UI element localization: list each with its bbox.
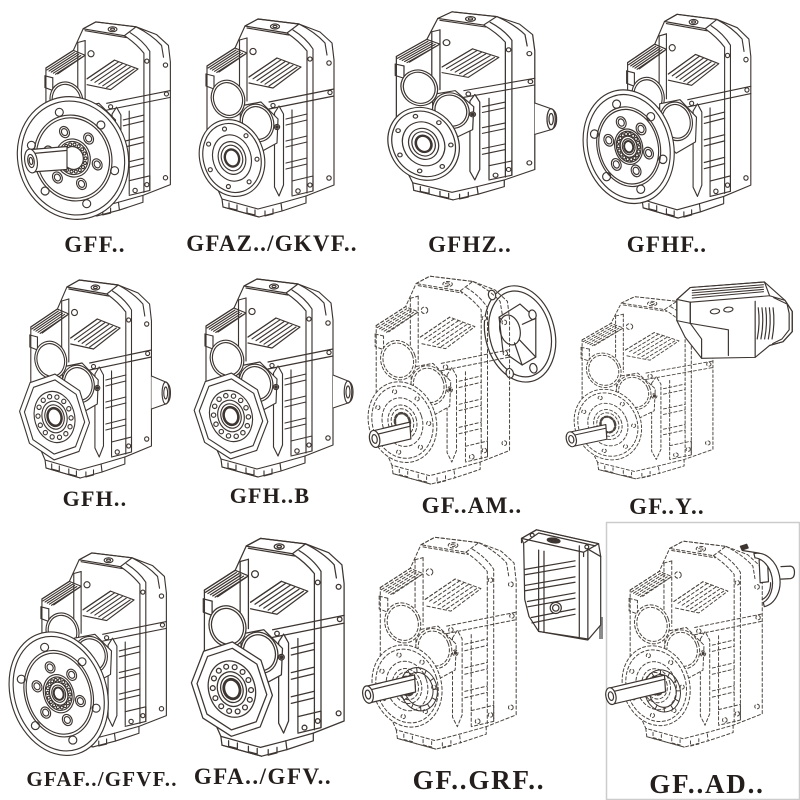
svg-text:GF..AM..: GF..AM.. <box>422 493 523 518</box>
svg-text:GFA../GFV..: GFA../GFV.. <box>194 764 332 789</box>
svg-text:GFF..: GFF.. <box>64 232 125 257</box>
svg-text:GFAZ../GKVF..: GFAZ../GKVF.. <box>186 231 358 256</box>
svg-text:GF..GRF..: GF..GRF.. <box>413 765 546 795</box>
svg-text:GF..Y..: GF..Y.. <box>629 494 705 519</box>
svg-text:GFHZ..: GFHZ.. <box>428 232 512 257</box>
svg-text:GFAF../GFVF..: GFAF../GFVF.. <box>26 767 177 791</box>
svg-text:GFHF..: GFHF.. <box>627 232 707 257</box>
svg-text:GFH..: GFH.. <box>63 486 128 511</box>
svg-text:GFH..B: GFH..B <box>230 483 311 508</box>
svg-text:GF..AD..: GF..AD.. <box>649 769 764 799</box>
